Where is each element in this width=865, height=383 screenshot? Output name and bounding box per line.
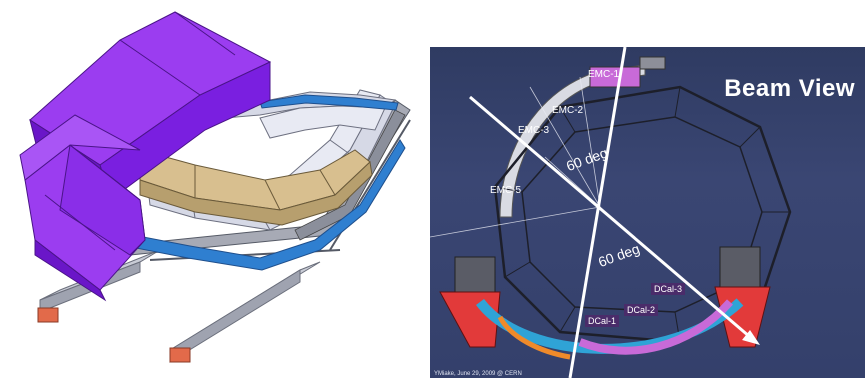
magnet-blocks bbox=[19, 11, 272, 302]
detector-3d-drawing bbox=[19, 11, 411, 363]
emcal-blue-edges bbox=[135, 94, 406, 271]
emc1-module bbox=[589, 66, 641, 88]
label-dcal2: DCal-2 bbox=[624, 304, 659, 316]
dcal-lower-pink bbox=[578, 299, 733, 355]
emcal-support-arc bbox=[499, 64, 646, 218]
label-emc1: EMC-1 bbox=[588, 69, 620, 80]
label-emc5: EMC-5 bbox=[490, 185, 522, 196]
beam-view-panel: Beam View EMC-1 EMC-2 EMC-3 EMC-5 60 deg… bbox=[430, 47, 865, 378]
beam-lines bbox=[469, 47, 751, 378]
beam-view-drawing bbox=[430, 47, 792, 378]
dcal-modules bbox=[139, 149, 373, 226]
label-dcal3: DCal-3 bbox=[651, 283, 686, 295]
reference-lines bbox=[430, 76, 601, 238]
beam-arrowhead bbox=[742, 330, 760, 345]
beam-view-title: Beam View bbox=[724, 75, 855, 102]
image-credit: YMiake, June 29, 2009 @ CERN bbox=[434, 371, 522, 377]
label-emc3: EMC-3 bbox=[518, 125, 550, 136]
label-dcal1: DCal-1 bbox=[585, 315, 620, 327]
label-emc2: EMC-2 bbox=[552, 105, 584, 116]
detector-3d-model bbox=[0, 0, 420, 378]
